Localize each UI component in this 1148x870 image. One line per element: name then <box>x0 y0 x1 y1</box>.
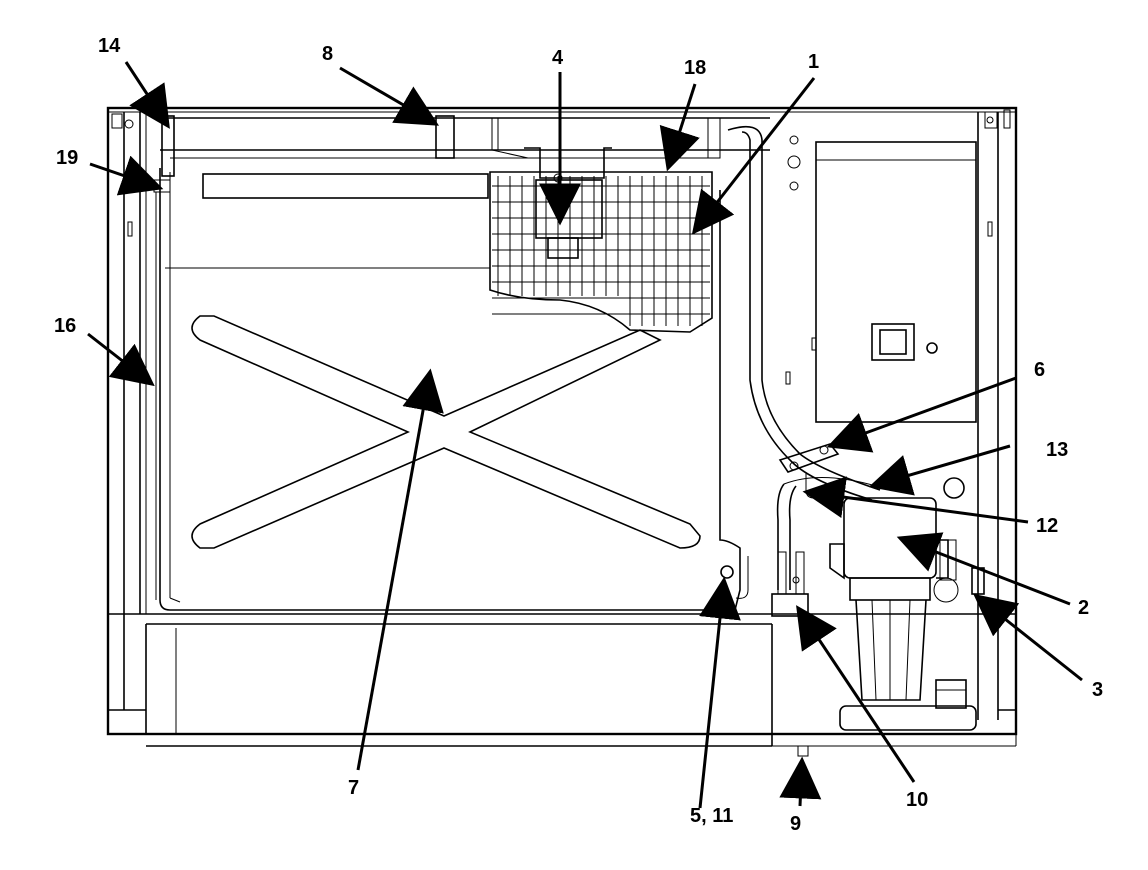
drain-valve <box>771 551 809 617</box>
callout-18: 18 <box>684 57 706 79</box>
leader-7 <box>356 368 444 771</box>
callout-2: 2 <box>1078 597 1089 619</box>
leader-14 <box>124 61 170 129</box>
leader-3 <box>973 593 1083 682</box>
leader-8 <box>339 66 440 126</box>
leader-19 <box>89 155 164 196</box>
callout-5-11: 5, 11 <box>690 805 733 827</box>
pump-assembly <box>776 477 985 731</box>
leader-5-11 <box>698 576 741 809</box>
control-box <box>785 135 977 423</box>
callout-6: 6 <box>1034 359 1045 381</box>
leader-10 <box>796 605 916 783</box>
leader-2 <box>896 532 1071 606</box>
callout-19: 19 <box>56 147 78 169</box>
leader-16 <box>87 332 155 387</box>
callout-9: 9 <box>790 813 801 835</box>
hose-clamp <box>778 443 840 473</box>
callout-7: 7 <box>348 777 359 799</box>
filter-grid-cutaway <box>489 117 721 333</box>
callout-4: 4 <box>552 47 564 69</box>
cabinet-frame <box>106 106 1018 747</box>
drain-nozzle <box>797 745 809 757</box>
callout-8: 8 <box>322 43 333 65</box>
left-hinges <box>153 179 171 600</box>
leader-9 <box>779 756 822 807</box>
leader-12 <box>802 476 1029 524</box>
callout-1: 1 <box>808 51 819 73</box>
machine-drawing <box>106 106 1018 757</box>
callout-16: 16 <box>54 315 76 337</box>
leader-13 <box>868 444 1011 496</box>
drain-hose <box>727 125 881 501</box>
callout-12: 12 <box>1036 515 1058 537</box>
leader-6 <box>826 376 1017 453</box>
callout-13: 13 <box>1046 439 1068 461</box>
leader-lines <box>87 61 1083 809</box>
callout-3: 3 <box>1092 679 1103 701</box>
callout-10: 10 <box>906 789 928 811</box>
leader-1 <box>691 77 816 235</box>
leader-18 <box>659 83 700 172</box>
callout-14: 14 <box>98 35 121 57</box>
callout-labels: 14 8 4 18 1 19 16 6 13 12 2 3 7 10 5, 11… <box>54 35 1103 835</box>
door-x-stiffener <box>191 315 701 549</box>
